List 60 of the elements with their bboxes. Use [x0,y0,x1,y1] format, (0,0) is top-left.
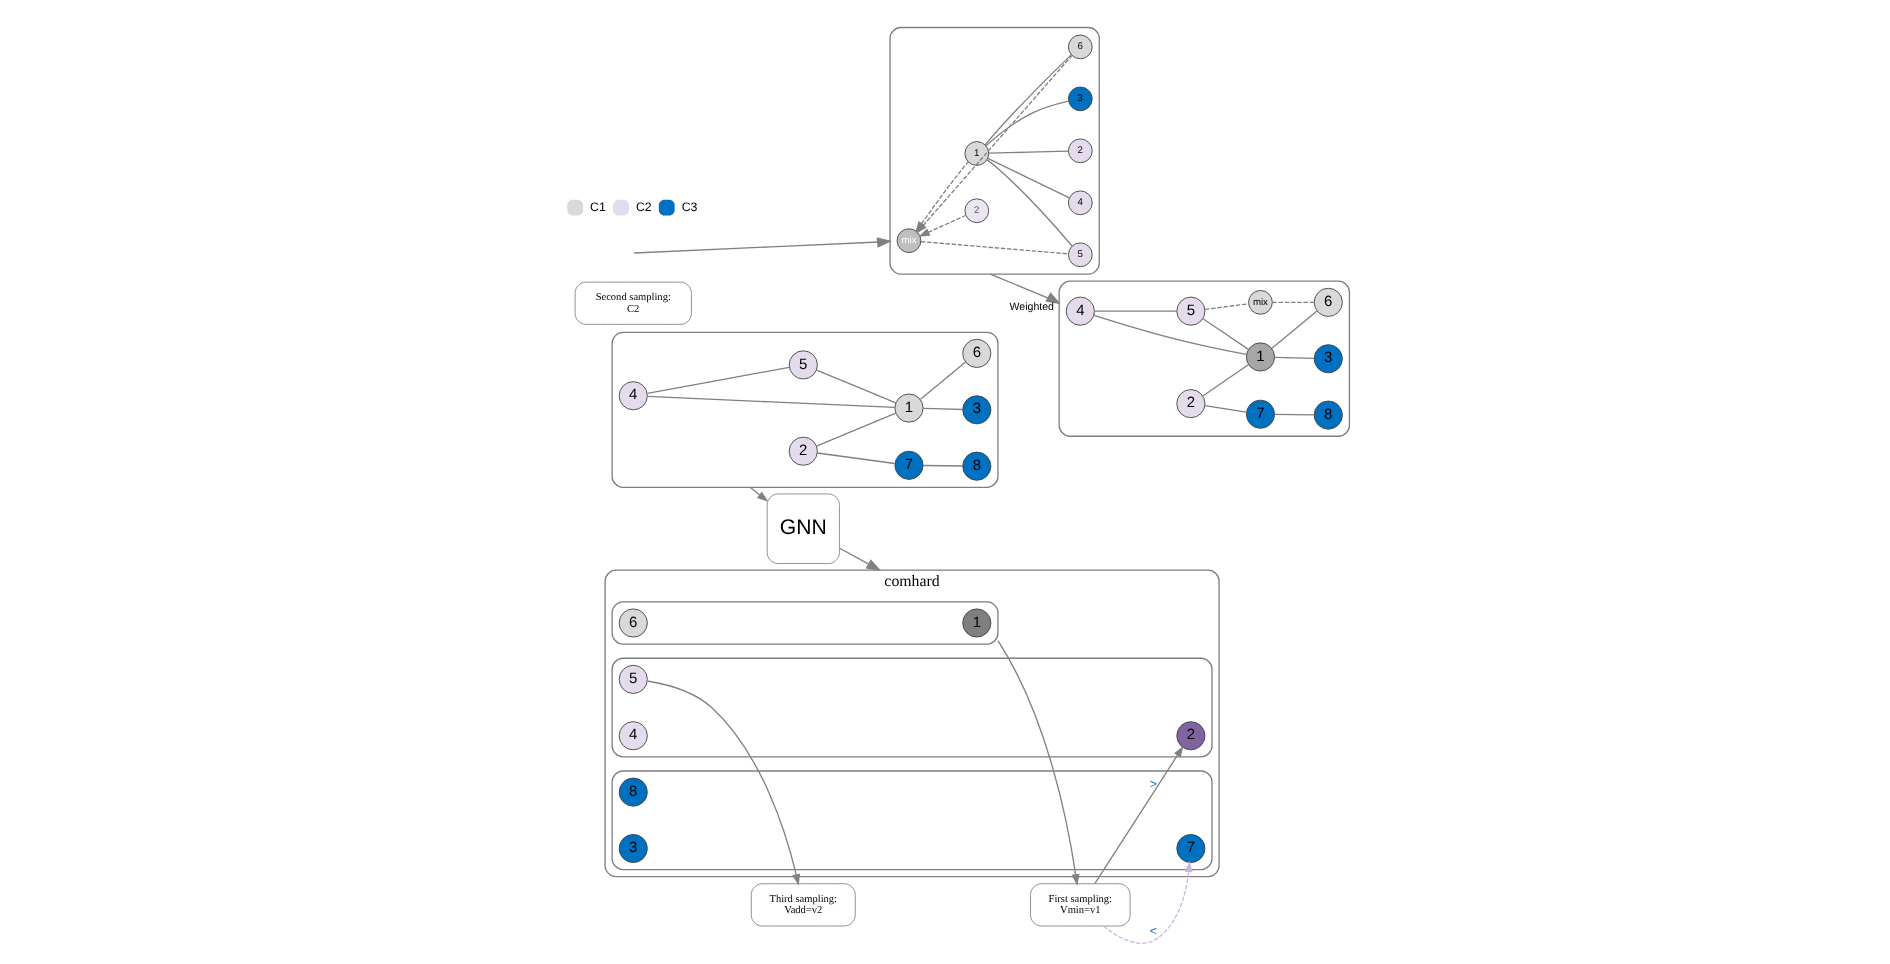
connector [983,54,1071,146]
connector [1203,405,1246,413]
node-circle: 4 [617,721,647,751]
connector [1270,301,1314,303]
node-circle: 7 [1175,833,1205,864]
arrow [632,237,892,254]
arrow [996,639,1079,886]
arrow [838,547,881,572]
node-box: GNN [765,493,839,564]
arrow [917,214,966,237]
arrow [748,486,768,502]
node-circle: 3 [617,833,647,864]
cluster [888,26,1099,275]
connector [814,412,896,447]
connector [645,395,895,409]
node-circle: 8 [1312,400,1342,430]
node-circle: 1 [893,393,923,423]
arrow [1093,745,1183,885]
node-circle: 7 [1244,399,1274,429]
cluster [1057,280,1350,437]
connector [984,100,1069,147]
node-circle: 5 [787,350,817,380]
connector [1092,310,1177,312]
connector [985,159,1072,247]
node-circle: 6 [617,608,647,638]
node-circle: 1 [1244,342,1274,372]
connector [986,157,1069,199]
node-circle: 1 [961,608,991,638]
node-circle: 6 [1312,287,1342,317]
connector [814,369,896,404]
cluster [610,601,998,645]
node-circle: 2 [1175,721,1205,751]
connector [645,366,789,394]
node-circle: 4 [1064,296,1094,326]
connector [1201,318,1248,351]
node-circle: 5 [1175,296,1205,326]
connector [1203,303,1249,311]
node-circle: 6 [961,338,991,368]
node-circle: 5 [617,664,647,694]
node-circle: 2 [1175,389,1205,419]
arrow [988,273,1060,305]
arrow [1101,860,1192,944]
node-circle: 8 [617,777,647,807]
connector [919,240,1068,255]
connector [1201,364,1248,397]
node-circle: 7 [893,450,923,480]
node-circle: 3 [961,395,991,425]
connector [987,150,1069,154]
node-circle: 8 [961,451,991,481]
connector [1270,310,1317,349]
connector [921,407,963,411]
connector [815,452,895,465]
connector [921,464,963,467]
connector [1273,356,1314,360]
cluster [610,331,998,488]
node-circle: 2 [787,436,817,466]
node-circle: 3 [1312,344,1342,374]
connector [1273,413,1314,416]
connector [1092,314,1246,356]
node-circle: 4 [617,381,647,411]
